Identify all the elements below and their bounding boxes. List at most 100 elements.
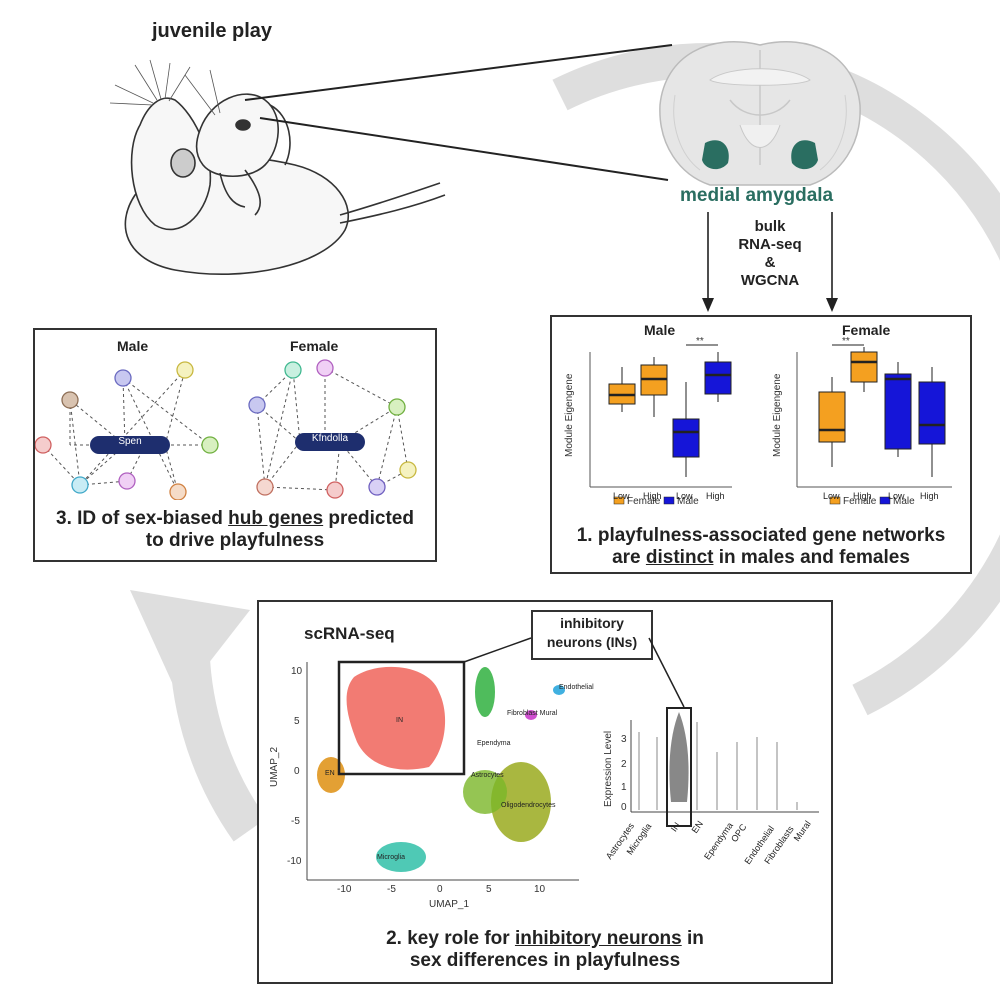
umap-xtick-2: 0 (437, 884, 443, 895)
astro-cluster (463, 770, 507, 814)
in-callout-line1: inhibitory (560, 615, 624, 631)
umap-ytick-4: -10 (287, 856, 302, 867)
boxplots-caption-pre: are (612, 547, 646, 568)
boxplots-caption-post: in males and females (713, 547, 910, 568)
male-cat-0: Low (613, 491, 630, 501)
boxplot-female-label: Female (842, 322, 891, 338)
endo-cluster (553, 685, 565, 695)
method-line-amp: & (764, 254, 776, 271)
medial-amygdala-label: medial amygdala (680, 185, 834, 206)
networks-caption-post: predicted (323, 508, 414, 529)
rats-illustration (109, 59, 446, 276)
scrnaseq-caption-line2: sex differences in playfulness (409, 950, 681, 971)
boxplot-charts: Module Eigengene Module Eigengene ** ** … (564, 337, 952, 507)
female-hub-gene: Kfndolla (311, 433, 349, 444)
networks-caption-underlined: hub genes (228, 508, 324, 529)
boxplot-male-label: Male (644, 322, 676, 338)
female-cat-2: Low (888, 491, 905, 501)
umap-x-label: UMAP_1 (429, 899, 469, 910)
male-legend-male-label: Male (677, 496, 699, 507)
networks-caption-line2: to drive playfulness (145, 530, 325, 551)
scrnaseq-caption-post: in (681, 928, 704, 949)
panel-hub-networks: Male Female (33, 328, 437, 562)
umap-xtick-0: -10 (337, 884, 352, 895)
scrnaseq-figures: UMAP_2 UMAP_1 -10 -5 0 5 10 10 5 0 -5 -1… (269, 637, 819, 910)
female-y-axis-label: Module Eigengene (772, 373, 783, 457)
umap-y-label: UMAP_2 (269, 747, 280, 787)
male-sig-marker: ** (696, 337, 704, 347)
in-violin-highlight (666, 707, 692, 827)
umap-ytick-1: 5 (294, 716, 300, 727)
in-highlight-box (337, 660, 466, 776)
male-legend-female-label: Female (627, 496, 661, 507)
violin-ytick-0: 3 (621, 734, 627, 745)
violin-y-label: Expression Level (603, 731, 614, 807)
scrnaseq-caption-pre: 2. key role for (386, 928, 515, 949)
male-cat-1: High (643, 491, 662, 501)
male-hub-gene: Spen (118, 436, 142, 447)
boxplots-caption-underlined: distinct (645, 547, 714, 568)
microglia-cluster (376, 842, 426, 872)
brain-section (659, 41, 861, 186)
network-graphs (35, 359, 417, 500)
cluster-label-in: IN (396, 717, 403, 724)
female-hub-pill (295, 433, 365, 451)
violin-ytick-1: 2 (621, 759, 627, 770)
cluster-label-astrocytes: Astrocytes (471, 772, 504, 779)
umap-ytick-3: -5 (291, 816, 300, 827)
cluster-label-en: EN (325, 770, 335, 777)
right-amygdala (791, 140, 818, 170)
left-amygdala (702, 140, 729, 170)
oligo-cluster (491, 762, 551, 842)
method-line-bulk: bulk (754, 218, 786, 235)
panel-scrnaseq: scRNA-seq inhibitory neurons (INs) UMAP_… (257, 600, 833, 984)
networks-caption: 3. ID of sex-biased hub genes predicted … (35, 508, 435, 552)
female-legend-female-label: Female (843, 496, 877, 507)
umap-xtick-4: 10 (534, 884, 546, 895)
scrnaseq-caption: 2. key role for inhibitory neurons in se… (259, 928, 831, 972)
cluster-label-fibroblast-mural: Fibroblast Mural (507, 710, 558, 717)
male-cat-2: Low (676, 491, 693, 501)
cluster-label-oligodendrocytes: Oligodendrocytes (501, 802, 556, 809)
male-cat-3: High (706, 491, 725, 501)
network-female-label: Female (290, 338, 339, 354)
scrnaseq-caption-underlined: inhibitory neurons (514, 928, 682, 949)
umap-ytick-0: 10 (291, 666, 303, 677)
female-legend-male-swatch (879, 496, 891, 505)
violin-ytick-2: 1 (621, 782, 627, 793)
green-cluster (475, 667, 495, 717)
cluster-label-microglia: Microglia (377, 854, 406, 861)
male-legend-female-swatch (613, 496, 625, 505)
cluster-label-ependyma: Ependyma (477, 740, 511, 747)
panel-boxplots: Male Female Module Eigengene Module Eige… (550, 315, 972, 574)
female-sig-marker: ** (842, 337, 850, 347)
umap-xtick-3: 5 (486, 884, 492, 895)
violin-ytick-3: 0 (621, 802, 627, 813)
male-hub-pill (90, 436, 170, 454)
male-legend-male-swatch (663, 496, 675, 505)
down-arrows (702, 212, 838, 312)
scrnaseq-title: scRNA-seq (304, 624, 395, 643)
female-cat-0: Low (823, 491, 840, 501)
boxplots-caption: 1. playfulness-associated gene networks … (552, 525, 970, 569)
in-callout: inhibitory neurons (INs) (531, 610, 653, 660)
in-cluster (346, 666, 446, 770)
network-male-label: Male (117, 338, 149, 354)
method-line-rnaseq: RNA-seq (738, 236, 802, 253)
boxplots-caption-line1: 1. playfulness-associated gene networks (576, 525, 946, 546)
female-legend-female-swatch (829, 496, 841, 505)
fibro-cluster (525, 710, 537, 720)
female-legend-male-label: Male (893, 496, 915, 507)
method-label: bulk RNA-seq & WGCNA (725, 218, 815, 290)
male-y-axis-label: Module Eigengene (564, 373, 575, 457)
in-violin (669, 712, 689, 802)
juvenile-play-title: juvenile play (152, 20, 273, 42)
female-cat-1: High (853, 491, 872, 501)
umap-xtick-1: -5 (387, 884, 396, 895)
method-line-wgcna: WGCNA (740, 272, 800, 289)
female-cat-3: High (920, 491, 939, 501)
umap-ytick-2: 0 (294, 766, 300, 777)
cluster-label-endothelial: Endothelial (559, 684, 594, 691)
umap-cluster-labels: IN EN Astrocytes Microglia Oligodendrocy… (259, 602, 831, 932)
connector-lines (244, 44, 673, 181)
